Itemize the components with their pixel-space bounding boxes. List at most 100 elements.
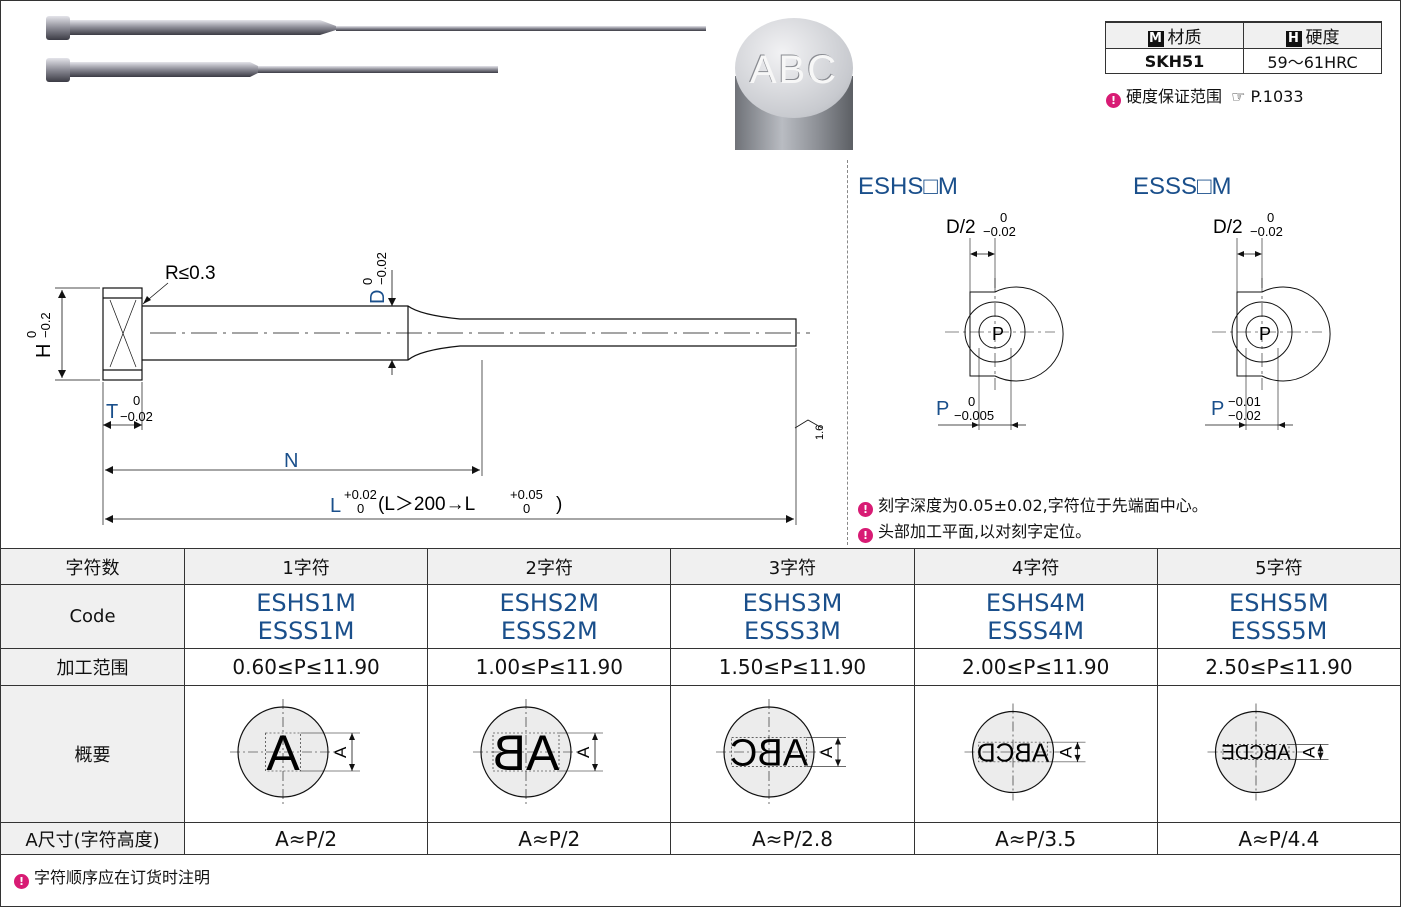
material-value: SKH51 bbox=[1105, 48, 1244, 74]
roughness-label: 1.6 bbox=[814, 425, 826, 440]
range-cell: 1.50≤P≤11.90 bbox=[670, 648, 915, 686]
pin-drawing: R≤0.3 H 0 −0.2 D 0 −0.02 T 0 −0.02 N L +… bbox=[24, 252, 826, 525]
range-cell: 0.60≤P≤11.90 bbox=[183, 648, 429, 686]
esss-view: ESSS□M D/2 0 −0.02 P P −0.01 −0.02 bbox=[1133, 173, 1331, 430]
table-row: 字符数 1字符 2字符 3字符 4字符 5字符 bbox=[0, 548, 1401, 585]
a-size-cell: A≈P/2 bbox=[427, 822, 672, 855]
code-eshs[interactable]: ESHS5M bbox=[1229, 588, 1329, 617]
svg-text:P: P bbox=[1259, 324, 1271, 344]
sample-cell: ABCD A bbox=[913, 685, 1158, 823]
esss-head-outline bbox=[1236, 286, 1331, 382]
page-ref-link[interactable]: P.1033 bbox=[1250, 87, 1304, 106]
material-badge: M bbox=[1147, 31, 1164, 47]
svg-text:+0.05: +0.05 bbox=[510, 487, 543, 502]
l-condition: (L＞200→L bbox=[378, 494, 475, 515]
range-cell: 2.50≤P≤11.90 bbox=[1156, 648, 1401, 686]
pin1-shank bbox=[70, 20, 320, 35]
svg-text:−0.01: −0.01 bbox=[1228, 394, 1261, 409]
a-dim-label: A bbox=[817, 746, 836, 758]
char-count: 4字符 bbox=[913, 548, 1158, 585]
a-dim-label: A bbox=[1299, 746, 1318, 758]
svg-text:−0.02: −0.02 bbox=[1250, 224, 1283, 239]
dim-arrow bbox=[349, 732, 356, 740]
footer-note: !字符顺序应在订货时注明 bbox=[14, 864, 210, 889]
dim-arrow bbox=[592, 763, 599, 771]
code-esss[interactable]: ESSS1M bbox=[257, 616, 355, 645]
row-header: Code bbox=[0, 584, 185, 649]
dim-arrow bbox=[1074, 741, 1081, 749]
code-eshs[interactable]: ESHS1M bbox=[256, 588, 356, 617]
eshs-title: ESHS□M bbox=[858, 173, 958, 200]
dim-arrow bbox=[1317, 752, 1324, 760]
char-count: 5字符 bbox=[1156, 548, 1401, 585]
table-row: 加工范围 0.60≤P≤11.90 1.00≤P≤11.90 1.50≤P≤11… bbox=[0, 648, 1401, 686]
a-size-cell: A≈P/2 bbox=[183, 822, 429, 855]
a-size-cell: A≈P/3.5 bbox=[913, 822, 1158, 855]
code-esss[interactable]: ESSS5M bbox=[1230, 616, 1328, 645]
pointing-hand-icon: ☞ bbox=[1231, 87, 1246, 106]
pin2-tip bbox=[258, 66, 498, 73]
engraved-text: ABCD bbox=[977, 737, 1049, 767]
a-size-cell: A≈P/4.4 bbox=[1156, 822, 1401, 855]
pin-photo bbox=[46, 16, 706, 82]
code-esss[interactable]: ESSS4M bbox=[987, 616, 1085, 645]
engraving-text: ABC bbox=[749, 48, 839, 92]
code-esss[interactable]: ESSS3M bbox=[744, 616, 841, 645]
svg-text:−0.02: −0.02 bbox=[120, 409, 153, 424]
svg-text:−0.02: −0.02 bbox=[374, 252, 389, 285]
svg-text:+0.02: +0.02 bbox=[344, 487, 377, 502]
info-icon: ! bbox=[14, 874, 29, 889]
table-row: A尺寸(字符高度) A≈P/2 A≈P/2 A≈P/2.8 A≈P/3.5 A≈… bbox=[0, 822, 1401, 855]
a-dim-label: A bbox=[331, 746, 350, 758]
svg-text:0: 0 bbox=[1000, 210, 1007, 225]
char-count: 1字符 bbox=[183, 548, 429, 585]
n-label: N bbox=[284, 450, 298, 472]
range-cell: 2.00≤P≤11.90 bbox=[913, 648, 1158, 686]
svg-text:0: 0 bbox=[360, 278, 375, 285]
code-esss[interactable]: ESSS2M bbox=[500, 616, 598, 645]
sample-diagram: ABCD A bbox=[964, 703, 1086, 800]
d-label: D bbox=[367, 290, 389, 304]
engraved-text: A bbox=[266, 725, 300, 781]
char-box bbox=[492, 732, 560, 771]
code-eshs[interactable]: ESHS4M bbox=[985, 588, 1086, 617]
a-dim-label: A bbox=[1056, 746, 1075, 758]
row-header: 概要 bbox=[0, 685, 185, 823]
char-box bbox=[1222, 743, 1290, 760]
svg-text:0: 0 bbox=[133, 393, 140, 408]
info-icon: ! bbox=[858, 502, 873, 517]
row-header: A尺寸(字符高度) bbox=[0, 822, 185, 855]
svg-text:0: 0 bbox=[523, 501, 530, 516]
dim-arrow bbox=[592, 732, 599, 740]
divider bbox=[847, 160, 848, 545]
row-header: 加工范围 bbox=[0, 648, 185, 686]
dim-arrow bbox=[349, 763, 356, 771]
a-size-cell: A≈P/2.8 bbox=[670, 822, 915, 855]
code-eshs[interactable]: ESHS3M bbox=[742, 588, 843, 617]
svg-text:−0.2: −0.2 bbox=[38, 312, 53, 338]
code-eshs[interactable]: ESHS2M bbox=[499, 588, 600, 617]
char-box bbox=[265, 732, 301, 771]
hardness-note: !硬度保证范围 ☞ P.1033 bbox=[1106, 83, 1304, 108]
l-label: L bbox=[330, 495, 341, 517]
range-cell: 1.00≤P≤11.90 bbox=[427, 648, 672, 686]
eshs-head-outline bbox=[969, 286, 1064, 382]
engraving-photo: ABC bbox=[735, 18, 853, 150]
svg-text:−0.02: −0.02 bbox=[1228, 408, 1261, 423]
hardness-value: 59～61HRC bbox=[1243, 48, 1382, 74]
svg-text:0: 0 bbox=[968, 394, 975, 409]
t-label: T bbox=[106, 401, 118, 423]
